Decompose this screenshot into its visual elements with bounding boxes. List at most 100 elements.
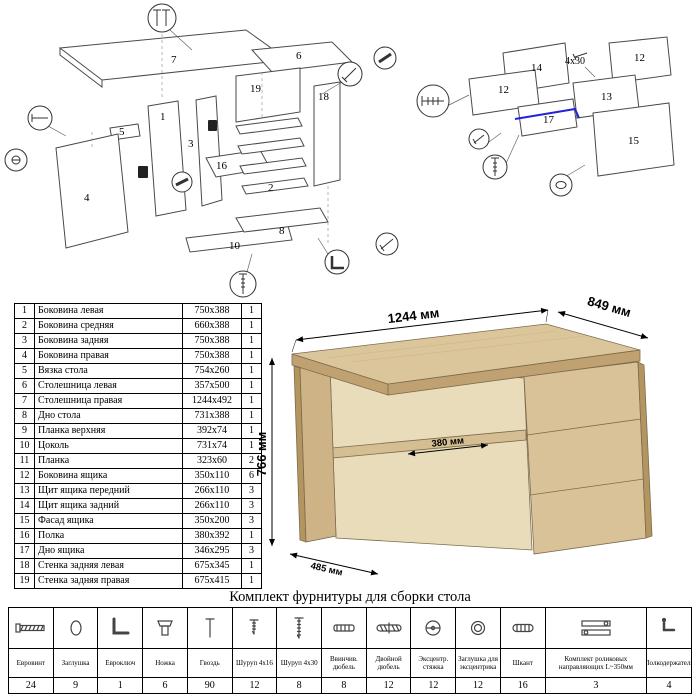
part-name: Вязка стола — [34, 363, 183, 379]
part-number-label: 7 — [171, 54, 177, 66]
part-number: 15 — [14, 513, 35, 529]
part-name: Боковина левая — [34, 303, 183, 319]
part-number-label: 1 — [160, 111, 166, 123]
fastener-callouts — [4, 3, 399, 298]
part-size: 731x388 — [182, 408, 242, 424]
highlight-line — [514, 107, 580, 120]
part-number: 12 — [14, 468, 35, 484]
euro-screw-icon — [9, 608, 53, 649]
hardware-item-name: Эксцентр. стяжка — [411, 649, 456, 678]
hex-key-icon — [98, 608, 143, 649]
part-number-label: 4 — [84, 192, 90, 204]
hardware-item-qty: 1 — [117, 680, 123, 691]
part-name: Стенка задняя правая — [34, 573, 183, 589]
part-size: 346x295 — [182, 543, 242, 559]
part-name: Дно стола — [34, 408, 183, 424]
part-shape-middle-side — [195, 95, 223, 207]
desk-left-panel — [299, 364, 337, 543]
part-number-label: 17 — [543, 114, 555, 126]
part-number: 18 — [14, 558, 35, 574]
hardware-item: Ввинчив. дюбель 8 — [321, 608, 366, 693]
desk-back-panel — [329, 365, 533, 551]
part-number: 10 — [14, 438, 35, 454]
part-name: Щит ящика передний — [34, 483, 183, 499]
cam-callout-icon — [549, 173, 573, 197]
part-size: 392x74 — [182, 423, 242, 439]
part-name: Боковина задняя — [34, 333, 183, 349]
fastener-callouts — [416, 84, 573, 197]
part-name: Боковина правая — [34, 348, 183, 364]
exploded-diagram-desk: 7 6 19 18 5 1 3 16 2 4 10 8 — [4, 3, 399, 298]
hardware-item-name: Шуруп 4x16 — [232, 649, 277, 678]
part-name: Планка верхняя — [34, 423, 183, 439]
hardware-item-name: Ножка — [143, 649, 187, 678]
part-name: Стенка задняя левая — [34, 558, 183, 574]
wood-dowel-icon — [500, 608, 545, 649]
part-size: 266x110 — [182, 498, 242, 514]
left-depth-dimension-line — [289, 552, 379, 576]
part-size: 323x60 — [182, 453, 242, 469]
part-size: 750x388 — [182, 333, 242, 349]
part-number-label: 3 — [188, 138, 194, 150]
part-name: Столешница правая — [34, 393, 183, 409]
fastener-photo-icon — [208, 120, 217, 131]
hardware-item-qty: 3 — [593, 680, 599, 691]
hardware-item-name: Полкодержатель — [647, 649, 691, 678]
part-size: 675x415 — [182, 573, 242, 589]
plug-icon — [53, 608, 98, 649]
hardware-kit-title: Комплект фурнитуры для сборки стола — [229, 589, 471, 605]
part-number: 6 — [14, 378, 35, 394]
depth-dimension-line — [557, 311, 649, 339]
part-size: 350x200 — [182, 513, 242, 529]
part-number-label: 8 — [279, 225, 285, 237]
part-number: 4 — [14, 348, 35, 364]
part-name: Полка — [34, 528, 183, 544]
hardware-item-name: Двойной дюбель — [366, 649, 411, 678]
hardware-item-qty: 90 — [204, 680, 215, 691]
hardware-item: Гвоздь 90 — [186, 608, 232, 693]
part-number: 14 — [14, 498, 35, 514]
part-number-label: 15 — [628, 135, 640, 147]
part-number-label: 10 — [229, 240, 241, 252]
hardware-item-qty: 6 — [162, 680, 168, 691]
part-name: Цоколь — [34, 438, 183, 454]
hardware-item-name: Евровинт — [9, 649, 53, 678]
drawer-gap-line — [529, 478, 645, 496]
part-number: 17 — [14, 543, 35, 559]
hardware-item-name: Евроключ — [98, 649, 143, 678]
part-shape-drawer-rail — [241, 177, 309, 195]
part-size: 750x388 — [182, 303, 242, 319]
hardware-item-name: Заглушка для эксцентрика — [456, 649, 500, 678]
hardware-item: Двойной дюбель 12 — [365, 608, 411, 693]
hardware-item-name: Ввинчив. дюбель — [322, 649, 366, 678]
double-dowel-icon — [366, 608, 411, 649]
fastener-photo-icon — [138, 166, 148, 178]
part-number-label: 16 — [216, 160, 228, 172]
hardware-item-name: Гвоздь — [187, 649, 232, 678]
desk-render: 1244 мм 849 мм 766 мм 485 мм 380 мм — [254, 293, 653, 579]
part-shape-drawer-rail — [235, 117, 303, 135]
part-name: Дно ящика — [34, 543, 183, 559]
hardware-item-qty: 12 — [383, 680, 394, 691]
screws-callout-icon — [147, 3, 177, 33]
hardware-item-qty: 8 — [341, 680, 347, 691]
part-name: Боковина ящика — [34, 468, 183, 484]
part-size: 357x500 — [182, 378, 242, 394]
part-number: 19 — [14, 573, 35, 589]
desk-dimension-drawing: 1244 мм 849 мм 766 мм 485 мм 380 мм — [254, 293, 700, 590]
